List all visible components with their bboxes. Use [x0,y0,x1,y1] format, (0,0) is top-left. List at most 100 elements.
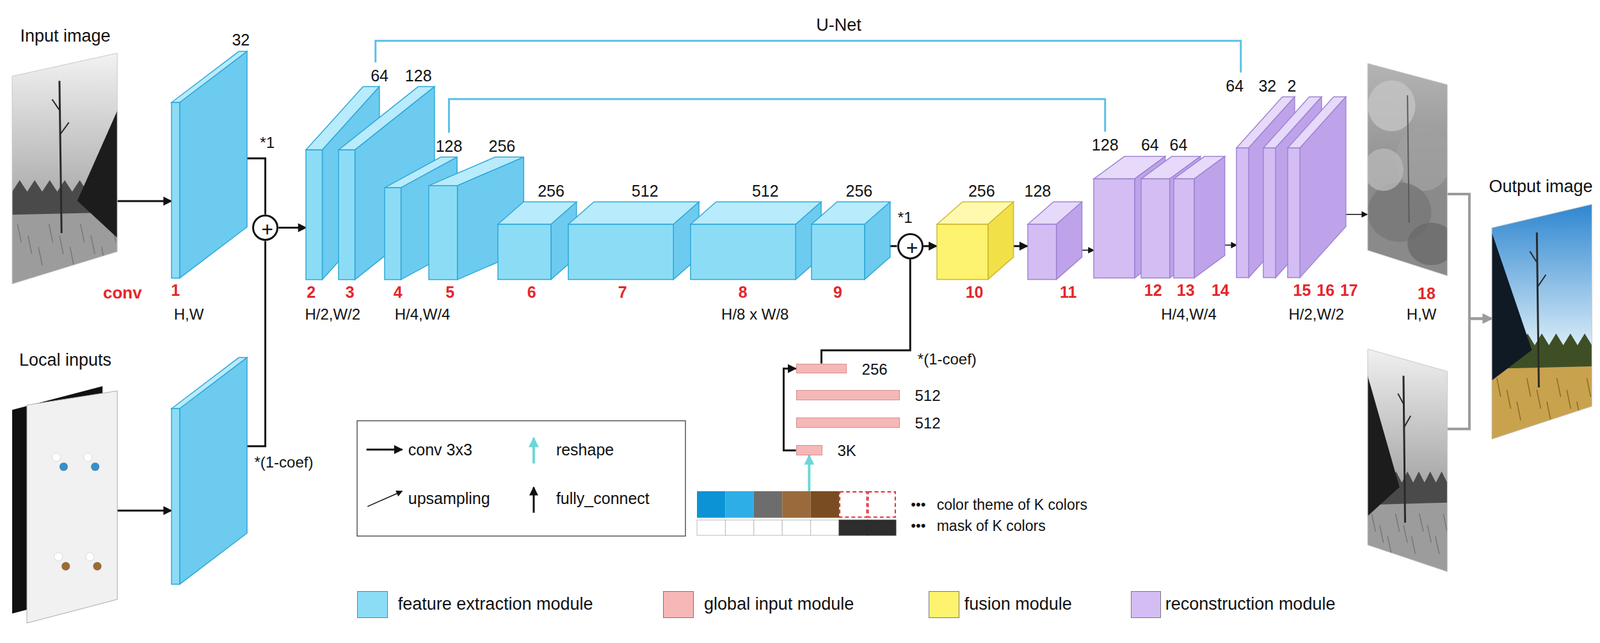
weight-label: *1 [896,208,914,227]
channel-count: 128 [1024,181,1052,201]
layer-index: 4 [393,282,403,302]
channel-count: 256 [846,181,873,201]
connector [278,226,306,229]
tensor-size: H/2,W/2 [304,305,361,324]
image-drawing [12,53,118,284]
hint-dot [51,452,61,461]
weight-label: *(1-coef) [916,350,978,368]
legend-text: reconstruction module [1165,593,1336,614]
layer-block: 5128 [690,177,822,304]
layer-index: 8 [738,282,748,302]
hint-dot [61,561,70,570]
layer-block: 321 [171,26,248,303]
layer-index: 10 [965,282,984,302]
legend-sample [365,485,407,511]
color-theme-strip: color theme of K colors [696,490,896,518]
legend-frame [357,420,686,536]
layer-index: 5 [445,282,455,302]
channel-count: 128 [405,66,432,86]
legend-arrow [367,490,402,507]
layer-block: 256 9 [811,177,891,304]
connector [117,509,172,512]
connector [247,240,266,446]
photo [1363,63,1455,276]
fc-layer-bar: 3K [796,444,824,456]
weight-label: *(1-coef) [252,453,315,472]
tensor-size: H/4,W/4 [1160,305,1217,324]
channel-count: 2 [1287,76,1297,96]
image-heading: Input image [19,26,111,47]
channel-count: 256 [488,136,516,156]
sum-node: + [252,214,280,242]
ellipsis: ••• [910,517,926,534]
legend-text: fusion module [964,593,1072,614]
channel-count: 32 [1258,76,1277,96]
layer-index: 17 [1340,280,1359,299]
image-drawing [1491,204,1592,440]
strip-caption: mask of K colors [936,517,1046,534]
image-panel: Output image [1491,204,1592,440]
connector [807,455,811,491]
legend-sample [365,439,407,460]
tensor-block [1287,72,1346,303]
legend-swatch [357,590,388,618]
layer-index: 9 [833,282,843,302]
channel-count: 64 [1225,76,1244,96]
op-label: conv [103,283,143,303]
sum-node: + [897,232,925,260]
image-heading: Output image [1488,176,1593,197]
legend-text: global input module [704,593,854,614]
photo [1491,204,1592,440]
color-strip [696,519,896,536]
layer-index: 2 [306,282,316,302]
tensor-size: H/8 x W/8 [721,305,789,324]
connector [1447,318,1492,429]
layer-index: 14 [1211,280,1230,299]
connector [889,245,897,248]
layer-block: 25610 [936,177,1014,304]
hint-dot [93,561,102,570]
image-panel: Local inputs [12,385,118,623]
skip-connection [375,40,1241,73]
legend-swatch [928,590,960,618]
connector [1081,249,1094,251]
layer-index: 6 [527,282,537,302]
layer-index: 12 [1144,280,1163,299]
connector [923,245,937,248]
layer-index: 16 [1316,280,1335,299]
layer-block: 2566 [497,177,577,304]
layer-index: 11 [1059,282,1077,302]
connector [1224,244,1237,246]
tensor-block [171,332,248,608]
layer-block [171,332,248,609]
legend-text: feature extraction module [398,593,594,614]
layer-size: 512 [914,386,941,405]
legend-text: upsampling [408,488,491,508]
legend-arrow [366,448,402,450]
skip-label: U-Net [813,15,864,36]
plus-sign: + [261,218,274,240]
fc-layer-bar: 512 [796,389,901,400]
channel-count: 128 [1091,135,1119,155]
layer-index: 3 [345,282,355,302]
layer-size: 256 [862,360,888,379]
legend-arrow [532,486,535,512]
hint-dot [54,551,63,560]
hint-dot [83,452,93,461]
photo-frame [1491,204,1592,440]
tensor-size: H/2,W/2 [1288,305,1344,324]
photo-frame [12,53,118,284]
photo-frame [1367,348,1448,572]
layer-index: 18 [1417,283,1436,303]
hint-sheet [26,390,118,623]
channel-count: 128 [435,136,463,156]
layer-size: 512 [914,414,941,432]
layer-index: 7 [618,282,628,302]
tensor-block [171,26,248,303]
layer-index: 13 [1176,280,1195,299]
legend-text: conv 3x3 [408,439,473,459]
image-drawing [1367,63,1448,276]
connector [783,368,796,451]
color-strip [696,490,896,518]
layer-block: 128 11 [1027,177,1083,304]
